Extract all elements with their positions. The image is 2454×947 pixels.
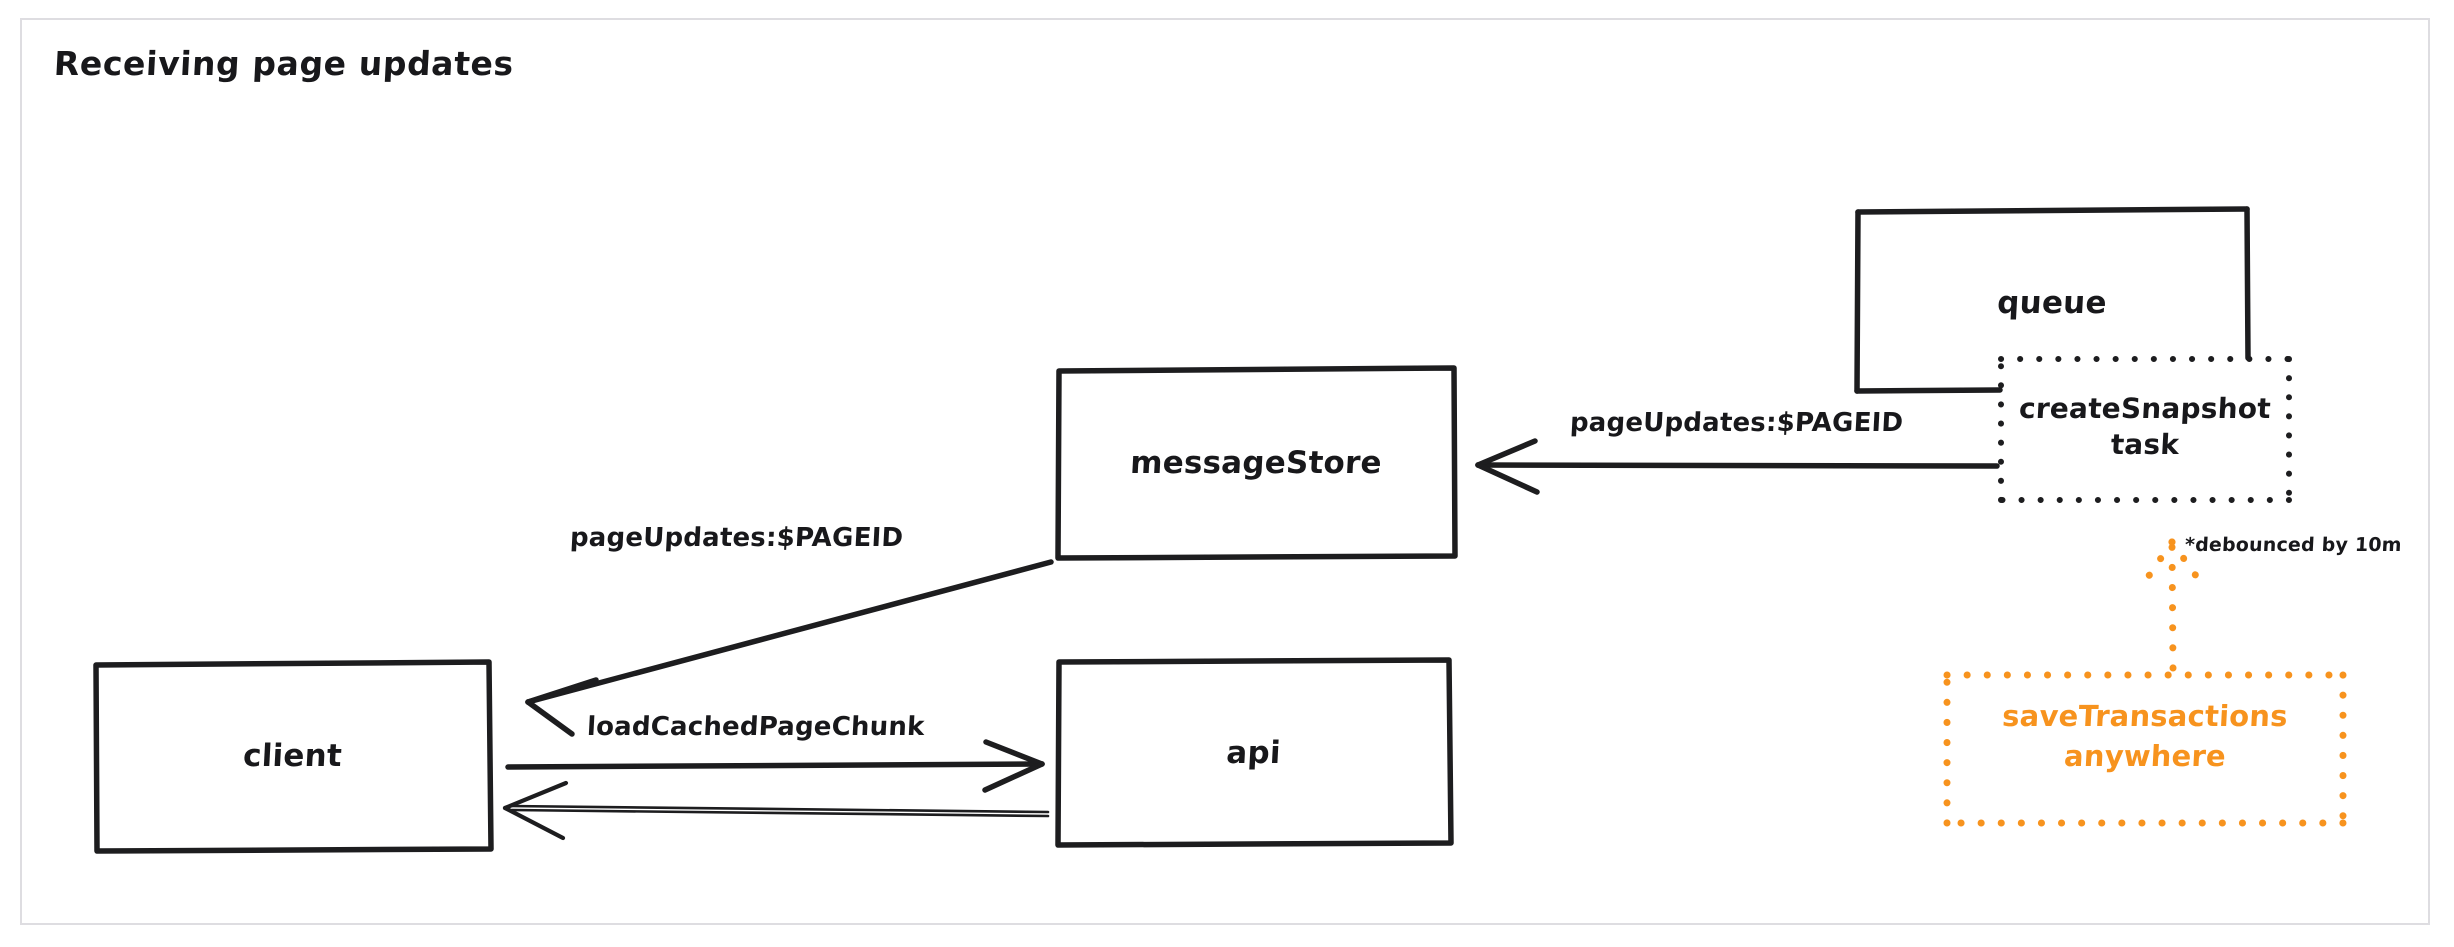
- node-label-queue: queue: [1996, 285, 2108, 321]
- edge-messagestore-to-client[interactable]: [525, 559, 1054, 737]
- node-label-client: client: [242, 738, 343, 774]
- edge-label-page-updates-right: pageUpdates:$PAGEID: [1569, 408, 1905, 438]
- annotation-debounce-note: *debounced by 10m: [2184, 534, 2403, 556]
- node-label-createsnapshot-line1: createSnapshot: [2018, 392, 2272, 425]
- node-label-savetransactions-line1: saveTransactions: [2001, 699, 2289, 733]
- edge-save-to-snapshot[interactable]: [2142, 538, 2203, 672]
- node-savetransactions-shape[interactable]: [1943, 671, 2347, 827]
- edge-api-to-client[interactable]: [502, 780, 1050, 841]
- node-messagestore-shape[interactable]: [1055, 365, 1458, 561]
- node-api-shape[interactable]: [1055, 657, 1454, 848]
- node-label-api: api: [1225, 735, 1282, 771]
- edge-queue-to-messagestore[interactable]: [1475, 438, 2000, 495]
- edge-client-to-api[interactable]: [505, 739, 1045, 793]
- node-client-shape[interactable]: [93, 659, 494, 854]
- node-label-createsnapshot-line2: task: [2109, 428, 2181, 461]
- page-title: Receiving page updates: [52, 44, 515, 83]
- node-label-messagestore: messageStore: [1129, 445, 1383, 481]
- edge-label-page-updates-left: pageUpdates:$PAGEID: [569, 523, 905, 553]
- edge-label-load-cached-page-chunk: loadCachedPageChunk: [586, 712, 926, 742]
- node-queue-shape[interactable]: [1854, 206, 2251, 394]
- diagram-canvas: [20, 18, 2430, 925]
- node-label-savetransactions-line2: anywhere: [2063, 739, 2227, 773]
- node-createsnapshot-shape[interactable]: [1998, 356, 2292, 503]
